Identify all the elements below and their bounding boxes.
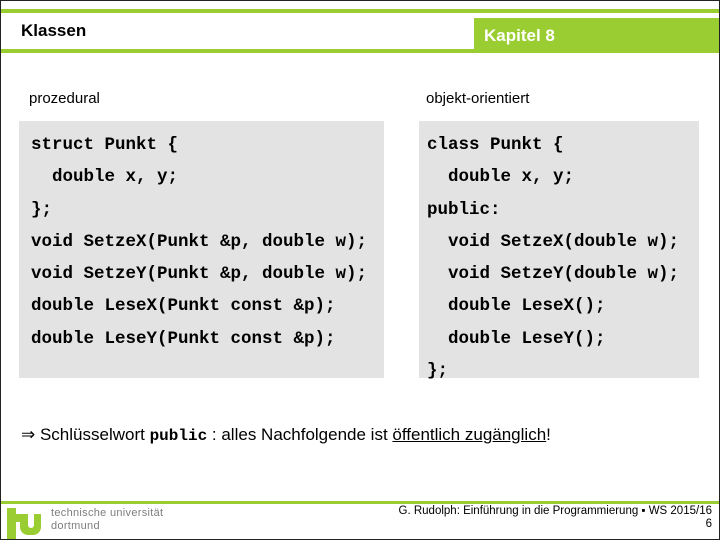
university-name-line2: dortmund [51,520,100,532]
tu-dortmund-logo-icon [1,504,47,539]
code-line: }; [427,361,449,382]
footer-credit: G. Rudolph: Einführung in die Programmie… [292,505,712,531]
note-text-before-keyword: Schlüsselwort [35,425,150,444]
chapter-label: Kapitel 8 [484,25,555,45]
header-title-bar: Klassen [1,13,474,49]
code-line: double LeseX(); [427,296,606,317]
course-credit-text: G. Rudolph: Einführung in die Programmie… [398,505,712,517]
page-number: 6 [705,518,712,530]
code-line: class Punkt { [427,135,564,155]
code-line: public: [427,199,501,220]
column-label-procedural: prozedural [29,90,100,107]
code-line: struct Punkt { [31,135,179,155]
code-block-object-oriented: class Punkt { double x, y; public: void … [419,121,699,381]
tu-logo-u-notch [28,514,34,528]
code-line: void SetzeY(Punkt &p, double w); [31,264,368,285]
note-underlined-phrase: öffentlich zugänglich [392,425,547,444]
conclusion-note: ⇒ Schlüsselwort public : alles Nachfolge… [21,425,711,445]
university-name-line1: technische universität [51,507,164,519]
code-line: }; [31,199,53,220]
code-line: double LeseY(); [427,328,606,349]
code-line: double LeseX(Punkt const &p); [31,296,336,317]
code-line: void SetzeY(double w); [427,264,680,285]
code-block-procedural: struct Punkt { double x, y; }; void Setz… [19,121,384,378]
implies-arrow-icon: ⇒ [21,425,36,444]
header-chapter-bar: Kapitel 8 [474,18,719,53]
note-text-after-keyword: : alles Nachfolgende ist [207,425,393,444]
university-name: technische universität dortmund [51,507,163,533]
code-line: double x, y; [31,167,179,188]
slide-title: Klassen [21,21,87,40]
note-suffix: ! [546,425,551,444]
code-line: double x, y; [427,167,575,188]
code-line: void SetzeX(double w); [427,231,680,252]
column-label-object-oriented: objekt-orientiert [426,90,530,107]
footer-accent-line [1,501,719,504]
tu-logo-t-stem [7,508,16,539]
code-line: void SetzeX(Punkt &p, double w); [31,231,368,252]
note-keyword-public: public [149,427,208,445]
header-bottom-accent-line [1,49,719,53]
code-line: double LeseY(Punkt const &p); [31,328,336,349]
header-top-accent-line [1,9,719,13]
